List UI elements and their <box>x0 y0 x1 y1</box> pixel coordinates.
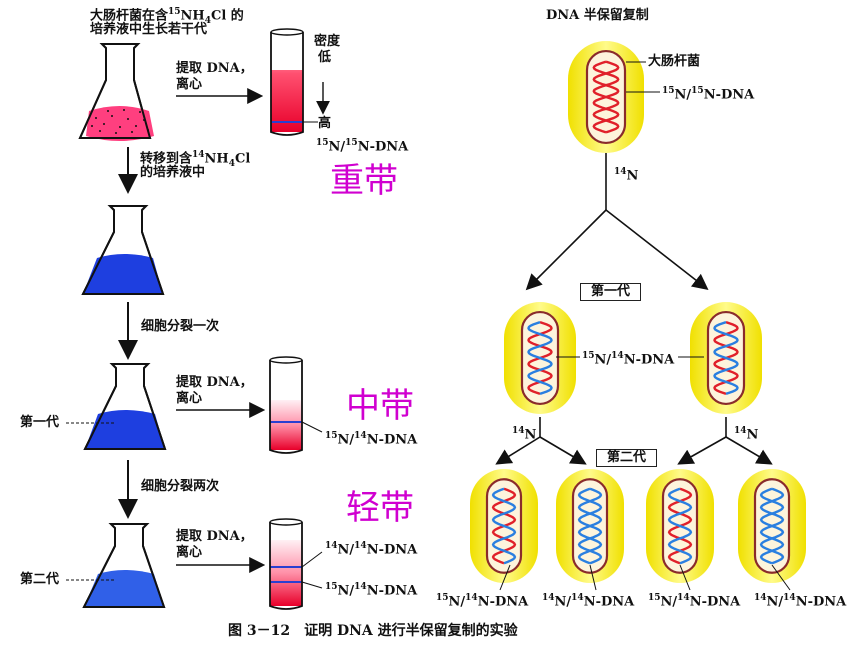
capsule-gen2-a <box>470 469 538 583</box>
density-low: 低 <box>318 50 332 65</box>
top-caption: 大肠杆菌在含15NH4Cl 的 <box>90 7 244 26</box>
divide-twice-label: 细胞分裂两次 <box>141 479 220 494</box>
divide-once-label: 细胞分裂一次 <box>141 319 220 334</box>
band-label-15-14: 15N/14N-DNA <box>325 431 418 448</box>
flask-gen1 <box>83 363 167 450</box>
flask-n14 <box>81 205 165 295</box>
figure-caption: 图 3－12 证明 DNA 进行半保留复制的实验 <box>228 623 518 639</box>
density-high: 高 <box>318 116 332 131</box>
transfer-label-line2: 的培养液中 <box>140 165 206 180</box>
band-label-15-14-b: 15N/14N-DNA <box>325 582 418 599</box>
heavy-band-label: 重带 <box>330 161 398 201</box>
dna-label-gen2-2: 14N/14N-DNA <box>542 593 635 610</box>
dna-label-gen2-3: 15N/14N-DNA <box>648 593 741 610</box>
band-label-15-15: 15N/15N-DNA <box>316 138 409 155</box>
n14-label-right: 14N <box>734 426 759 443</box>
light-band-label: 轻带 <box>346 488 414 528</box>
band-label-14-14: 14N/14N-DNA <box>325 541 418 558</box>
tube-3 <box>269 518 323 610</box>
extract-label-1b: 离心 <box>176 77 203 92</box>
tube-2 <box>269 356 323 454</box>
transfer-label: 转移到含14NH4Cl <box>140 150 251 169</box>
extract-label-1: 提取 DNA， <box>176 61 253 76</box>
density-label: 密度 <box>314 34 341 49</box>
capsule-gen2-c <box>646 469 714 583</box>
gen1-label-left: 第一代 <box>20 415 60 430</box>
capsule-gen2-d <box>738 469 806 583</box>
n14-label-left: 14N <box>512 426 537 443</box>
right-title: DNA 半保留复制 <box>546 8 649 23</box>
capsule-gen2-b <box>556 469 624 583</box>
gen2-label-left: 第二代 <box>20 572 60 587</box>
flask-gen2 <box>82 523 166 608</box>
flask-n15 <box>78 43 154 141</box>
gen1-label-right: 第一代 <box>580 283 642 301</box>
capsule-gen1-a <box>504 302 576 414</box>
extract-label-2: 提取 DNA， <box>176 375 253 390</box>
extract-label-3: 提取 DNA， <box>176 529 253 544</box>
gen2-label-right: 第二代 <box>596 449 658 467</box>
dna-label-gen2-4: 14N/14N-DNA <box>754 593 847 610</box>
n14-label-top: 14N <box>614 167 639 184</box>
dna-label-15-14-gen1: 15N/14N-DNA <box>582 351 675 368</box>
extract-label-2b: 离心 <box>176 391 203 406</box>
extract-label-3b: 离心 <box>176 545 203 560</box>
capsule-gen1-b <box>690 302 762 414</box>
capsule-parent <box>568 41 644 153</box>
tube-1 <box>270 28 304 136</box>
dna-label-gen2-1: 15N/14N-DNA <box>436 593 529 610</box>
top-caption-line2: 培养液中生长若干代 <box>90 22 208 37</box>
middle-band-label: 中带 <box>346 386 414 426</box>
dna-label-15-15: 15N/15N-DNA <box>662 86 755 103</box>
ecoli-label: 大肠杆菌 <box>648 54 701 69</box>
